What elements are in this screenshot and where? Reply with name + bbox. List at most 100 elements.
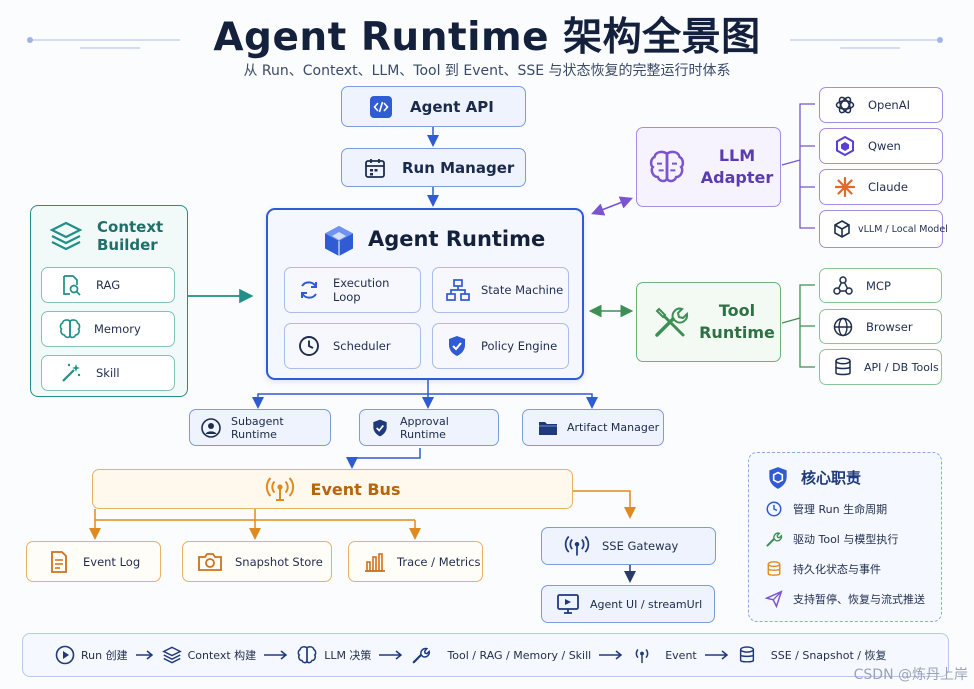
document-search-icon [60, 274, 82, 296]
layers-icon [49, 219, 83, 253]
cube-icon [322, 224, 356, 258]
context-item-label: Memory [94, 322, 141, 336]
event-log-box: Event Log [26, 541, 161, 582]
module-label: Execution Loop [333, 276, 390, 304]
tool-label: MCP [866, 278, 891, 293]
hierarchy-icon [445, 278, 471, 302]
tool-label: API / DB Tools [864, 360, 939, 374]
core-responsibilities-panel: 核心职责 管理 Run 生命周期 驱动 Tool 与模型执行 持久化状态与事件 … [748, 452, 942, 622]
database-icon [765, 560, 783, 578]
skill-box: Skill [41, 355, 175, 391]
wrench-icon [411, 645, 431, 665]
scheduler-box: Scheduler [284, 323, 421, 369]
arrow-right-icon [379, 650, 403, 660]
snapshot-store-box: Snapshot Store [182, 541, 332, 582]
agent-api-box: Agent API [341, 86, 526, 127]
core-item: 支持暂停、恢复与流式推送 [765, 590, 925, 608]
shield-icon [765, 465, 791, 491]
core-item: 驱动 Tool 与模型执行 [765, 530, 898, 548]
flow-step: Run 创建 [55, 645, 128, 665]
sse-gateway-box: SSE Gateway [541, 527, 716, 565]
refresh-icon [297, 278, 321, 302]
model-claude: Claude [819, 169, 943, 205]
camera-icon [197, 551, 223, 573]
rag-box: RAG [41, 267, 175, 303]
qwen-icon [834, 135, 856, 157]
event-output-label: Snapshot Store [235, 554, 323, 569]
database-icon [737, 645, 757, 665]
decor-lines-right [790, 37, 943, 49]
arrow-right-icon [599, 650, 623, 660]
module-label: State Machine [481, 283, 564, 297]
flow-step-label: Run 创建 [81, 649, 128, 662]
sub-runtime-label: Approval Runtime [400, 414, 449, 441]
module-label: Scheduler [333, 339, 391, 353]
clock-icon [765, 500, 783, 518]
module-label: Policy Engine [481, 339, 558, 353]
flow-step-label: LLM 决策 [324, 649, 372, 662]
sub-runtime-label: Artifact Manager [567, 421, 660, 434]
flow-step: Tool / RAG / Memory / Skill [411, 645, 591, 665]
shield-check-icon [370, 418, 390, 438]
tool-runtime-title: Tool Runtime [699, 301, 775, 342]
flow-step: LLM 决策 [296, 645, 371, 665]
box-icon [832, 219, 852, 239]
page-subtitle: 从 Run、Context、LLM、Tool 到 Event、SSE 与状态恢复… [243, 63, 731, 79]
brain-icon [647, 148, 687, 186]
network-icon [832, 275, 854, 297]
context-builder-box: Context Builder RAG Memory Skill [30, 205, 188, 397]
monitor-icon [556, 593, 580, 615]
folder-icon [537, 418, 559, 438]
flow-step-label: Context 构建 [187, 649, 257, 662]
document-icon [49, 550, 69, 574]
model-label: Claude [868, 180, 908, 194]
state-machine-box: State Machine [432, 267, 569, 313]
database-icon [832, 356, 854, 378]
tool-browser: Browser [819, 309, 942, 344]
flow-step: SSE / Snapshot / 恢复 [737, 645, 886, 665]
magic-wand-icon [60, 362, 82, 384]
arrow-right-icon [135, 650, 154, 660]
core-item-label: 管理 Run 生命周期 [793, 503, 888, 516]
layers-icon [161, 645, 182, 665]
shield-check-icon [445, 334, 469, 358]
tool-mcp: MCP [819, 268, 942, 303]
flow-step-label: Event [665, 648, 697, 662]
agent-api-label: Agent API [410, 97, 494, 116]
core-title: 核心职责 [801, 469, 862, 487]
arrow-right-icon [264, 650, 288, 660]
watermark: CSDN @炼丹上岸 [853, 667, 968, 683]
run-manager-box: Run Manager [341, 148, 526, 187]
code-icon [370, 95, 392, 118]
agent-runtime-box: Agent Runtime Execution Loop State Machi… [266, 208, 584, 380]
core-item-label: 驱动 Tool 与模型执行 [793, 533, 899, 546]
core-item-label: 支持暂停、恢复与流式推送 [793, 593, 925, 606]
core-item: 管理 Run 生命周期 [765, 500, 887, 518]
brain-icon [296, 645, 318, 665]
brain-icon [58, 318, 82, 340]
openai-icon [834, 94, 856, 116]
model-qwen: Qwen [819, 128, 943, 164]
flow-step-label: Tool / RAG / Memory / Skill [447, 648, 592, 662]
context-builder-title: Context Builder [97, 218, 164, 254]
context-item-label: RAG [96, 278, 121, 292]
tool-runtime-box: Tool Runtime [636, 282, 781, 362]
event-output-label: Event Log [83, 554, 141, 569]
sse-gateway-label: SSE Gateway [602, 539, 679, 553]
flow-step: Context 构建 [161, 645, 257, 665]
calendar-icon [364, 157, 386, 179]
model-local: vLLM / Local Model [819, 210, 948, 248]
event-bus-title: Event Bus [310, 479, 401, 499]
arrow-right-icon [704, 650, 729, 660]
sub-runtime-label: Subagent Runtime [231, 414, 284, 441]
event-bus-box: Event Bus [92, 469, 573, 509]
subagent-runtime-box: Subagent Runtime [189, 409, 331, 446]
agent-ui-label: Agent UI / streamUrl [590, 597, 703, 611]
model-label: Qwen [868, 139, 901, 153]
approval-runtime-box: Approval Runtime [359, 409, 499, 446]
model-openai: OpenAI [819, 87, 943, 123]
send-icon [765, 590, 783, 608]
claude-icon [834, 176, 856, 198]
decor-lines-left [27, 37, 180, 49]
bar-chart-icon [363, 551, 387, 573]
